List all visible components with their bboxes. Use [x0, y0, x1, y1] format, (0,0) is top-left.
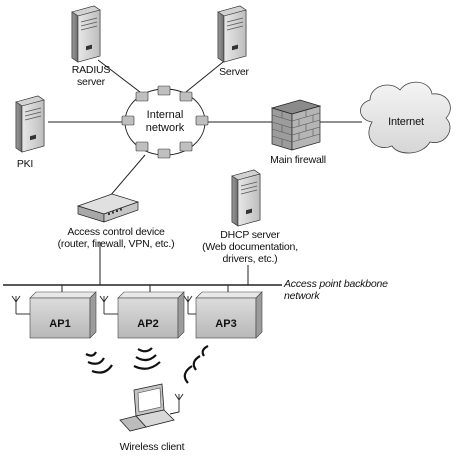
- internet-label: Internet: [388, 116, 424, 128]
- ap2-box-icon: [117, 291, 185, 339]
- radius-server-label: RADIUS server: [66, 64, 116, 88]
- access-control-device-label: Access control device (router, firewall,…: [46, 226, 186, 250]
- ap3-antenna-icon: [183, 295, 196, 315]
- internal-network-line1: Internal: [146, 109, 184, 121]
- ap1-box-icon: [29, 291, 97, 339]
- firewall-brick-wall-icon: [270, 99, 322, 151]
- internal-network-label: Internal network: [130, 109, 200, 135]
- dhcp-label-line3: drivers, etc.): [222, 253, 278, 265]
- acd-label-line1: Access control device: [67, 226, 165, 238]
- internet-cloud-icon: [360, 81, 451, 154]
- server-icon: [217, 5, 247, 63]
- ap2-label: AP2: [137, 318, 159, 330]
- wireless-signal-arcs: [85, 345, 209, 384]
- connection-lines: [3, 57, 362, 298]
- ap3-label: AP3: [215, 318, 237, 330]
- backbone-label: Access point backbone network: [284, 278, 424, 302]
- ap1-antenna-icon: [11, 295, 30, 315]
- ap3-box-icon: [195, 291, 263, 339]
- server-label: Server: [219, 66, 249, 78]
- link-radius-internal: [97, 59, 141, 93]
- pki-label: PKI: [16, 158, 34, 170]
- acd-label-line2: (router, firewall, VPN, etc.): [57, 238, 175, 250]
- dhcp-label-line1: DHCP server: [220, 229, 280, 241]
- internal-network-ring-icon: [121, 85, 209, 159]
- antenna-icons: [11, 295, 196, 315]
- ap2-antenna-icon: [99, 295, 118, 315]
- backbone-label-line1: Access point backbone: [284, 278, 388, 290]
- link-server-internal: [185, 57, 229, 93]
- radius-label-line1: RADIUS: [71, 64, 111, 76]
- pki-server-icon: [15, 95, 45, 153]
- radius-label-line2: server: [77, 76, 105, 88]
- wireless-client-laptop-icon: [119, 383, 184, 432]
- ap1-label: AP1: [49, 318, 71, 330]
- internal-network-line2: network: [145, 122, 185, 134]
- dhcp-server-icon: [231, 169, 261, 227]
- dhcp-server-label: DHCP server (Web documentation, drivers,…: [196, 229, 304, 265]
- dhcp-label-line2: (Web documentation,: [202, 241, 298, 253]
- radius-server-icon: [71, 5, 101, 63]
- main-firewall-label: Main firewall: [270, 154, 326, 166]
- backbone-label-line2: network: [284, 290, 320, 302]
- wireless-client-label: Wireless client: [119, 441, 185, 453]
- link-internal-acd: [109, 154, 146, 197]
- access-control-device-icon: [76, 193, 140, 223]
